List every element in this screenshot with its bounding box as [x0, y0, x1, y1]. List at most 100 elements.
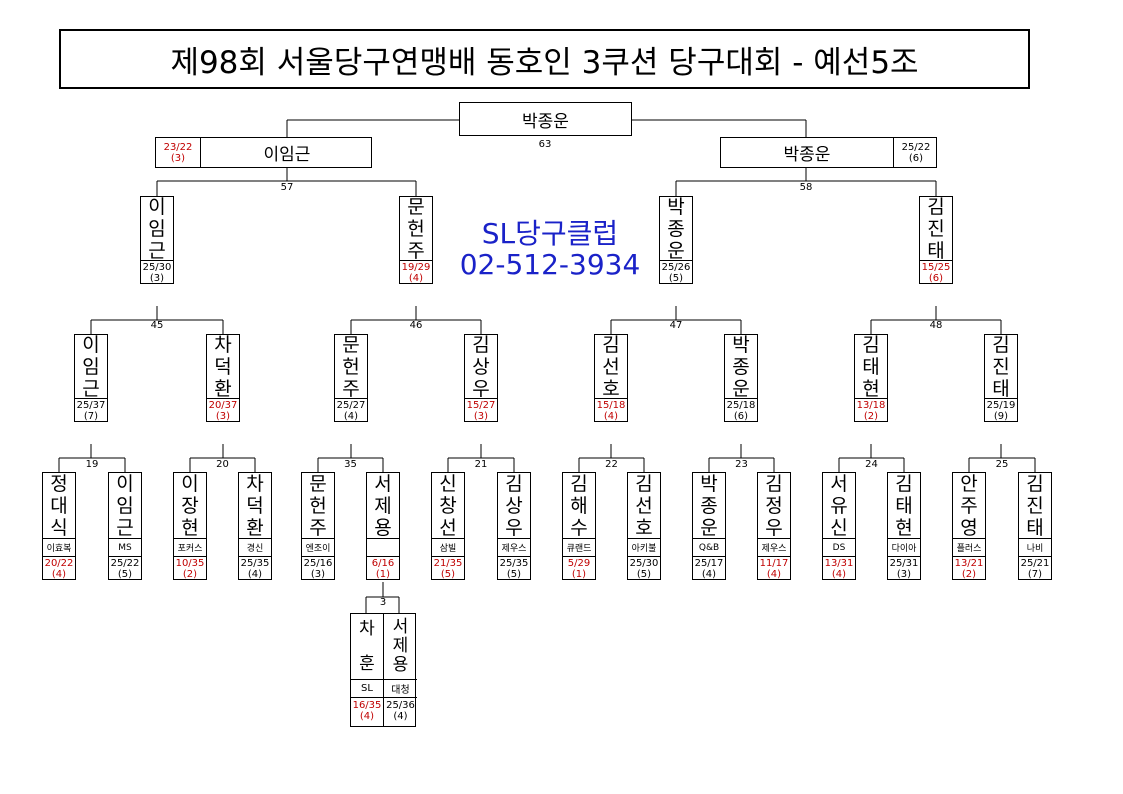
match-number: 58	[799, 182, 813, 193]
player-club: 아키불	[628, 539, 660, 557]
match-number: 24	[865, 459, 878, 470]
player-score: 6/16	[371, 558, 395, 569]
match-number: 63	[538, 139, 552, 150]
player-score: 25/30	[142, 262, 172, 273]
player-club: 삼빌	[432, 539, 464, 557]
semi-box-left: 23/22 (3) 이임근	[155, 137, 372, 168]
match-number: 48	[929, 320, 943, 331]
player-inning: (1)	[375, 569, 391, 580]
player-inning: (4)	[51, 569, 67, 580]
player-inning: (5)	[506, 569, 522, 580]
player-inning: (2)	[182, 569, 198, 580]
player-score: 25/21	[1020, 558, 1050, 569]
player-score: 15/18	[596, 400, 626, 411]
final-winner-box: 박종운	[459, 102, 632, 136]
match-number: 57	[280, 182, 294, 193]
player-club: 큐랜드	[563, 539, 595, 557]
player-score: 13/18	[856, 400, 886, 411]
score: 25/22	[901, 141, 931, 153]
player-inning: (5)	[440, 569, 456, 580]
player-score: 15/27	[466, 400, 496, 411]
player-club: 제우스	[498, 539, 530, 557]
player-club: 다이아	[888, 539, 920, 557]
semi-name: 이임근	[263, 145, 311, 165]
player-inning: (3)	[896, 569, 912, 580]
semi-score: 23/22 (3)	[156, 138, 201, 167]
player-inning: (7)	[83, 411, 99, 422]
club-advertisement: SL당구클럽 02-512-3934	[420, 218, 680, 280]
player-inning: (3)	[473, 411, 489, 422]
player-score: 13/31	[824, 558, 854, 569]
player-score: 25/19	[986, 400, 1016, 411]
player-club: MS	[109, 539, 141, 557]
match-number: 25	[995, 459, 1009, 470]
match-number: 23	[735, 459, 748, 470]
player-club: 제우스	[758, 539, 790, 557]
player-inning: (7)	[1027, 569, 1043, 580]
player-inning: (4)	[701, 569, 717, 580]
player-score: 25/17	[694, 558, 724, 569]
semi-name: 박종운	[783, 145, 831, 165]
player-inning: (4)	[247, 569, 263, 580]
match-number: 3	[379, 597, 387, 608]
player-inning: (4)	[359, 711, 375, 722]
player-score: 19/29	[401, 262, 431, 273]
player-score: 5/29	[567, 558, 591, 569]
player-club: 엔조이	[302, 539, 334, 557]
player-inning: (9)	[993, 411, 1009, 422]
page-title: 제98회 서울당구연맹배 동호인 3쿠션 당구대회 - 예선5조	[59, 29, 1030, 89]
player-club: SL	[351, 680, 383, 698]
club-phone: 02-512-3934	[459, 248, 641, 281]
match-number: 45	[150, 320, 164, 331]
player-inning: (1)	[571, 569, 587, 580]
player-score: 25/35	[499, 558, 529, 569]
player-inning: (6)	[928, 273, 944, 284]
player-inning: (5)	[668, 273, 684, 284]
player-inning: (3)	[215, 411, 231, 422]
player-score: 25/35	[240, 558, 270, 569]
semi-box-right: 박종운 25/22 (6)	[720, 137, 937, 168]
semi-score: 25/22 (6)	[893, 138, 938, 167]
score: 23/22	[163, 141, 193, 153]
player-inning: (5)	[636, 569, 652, 580]
